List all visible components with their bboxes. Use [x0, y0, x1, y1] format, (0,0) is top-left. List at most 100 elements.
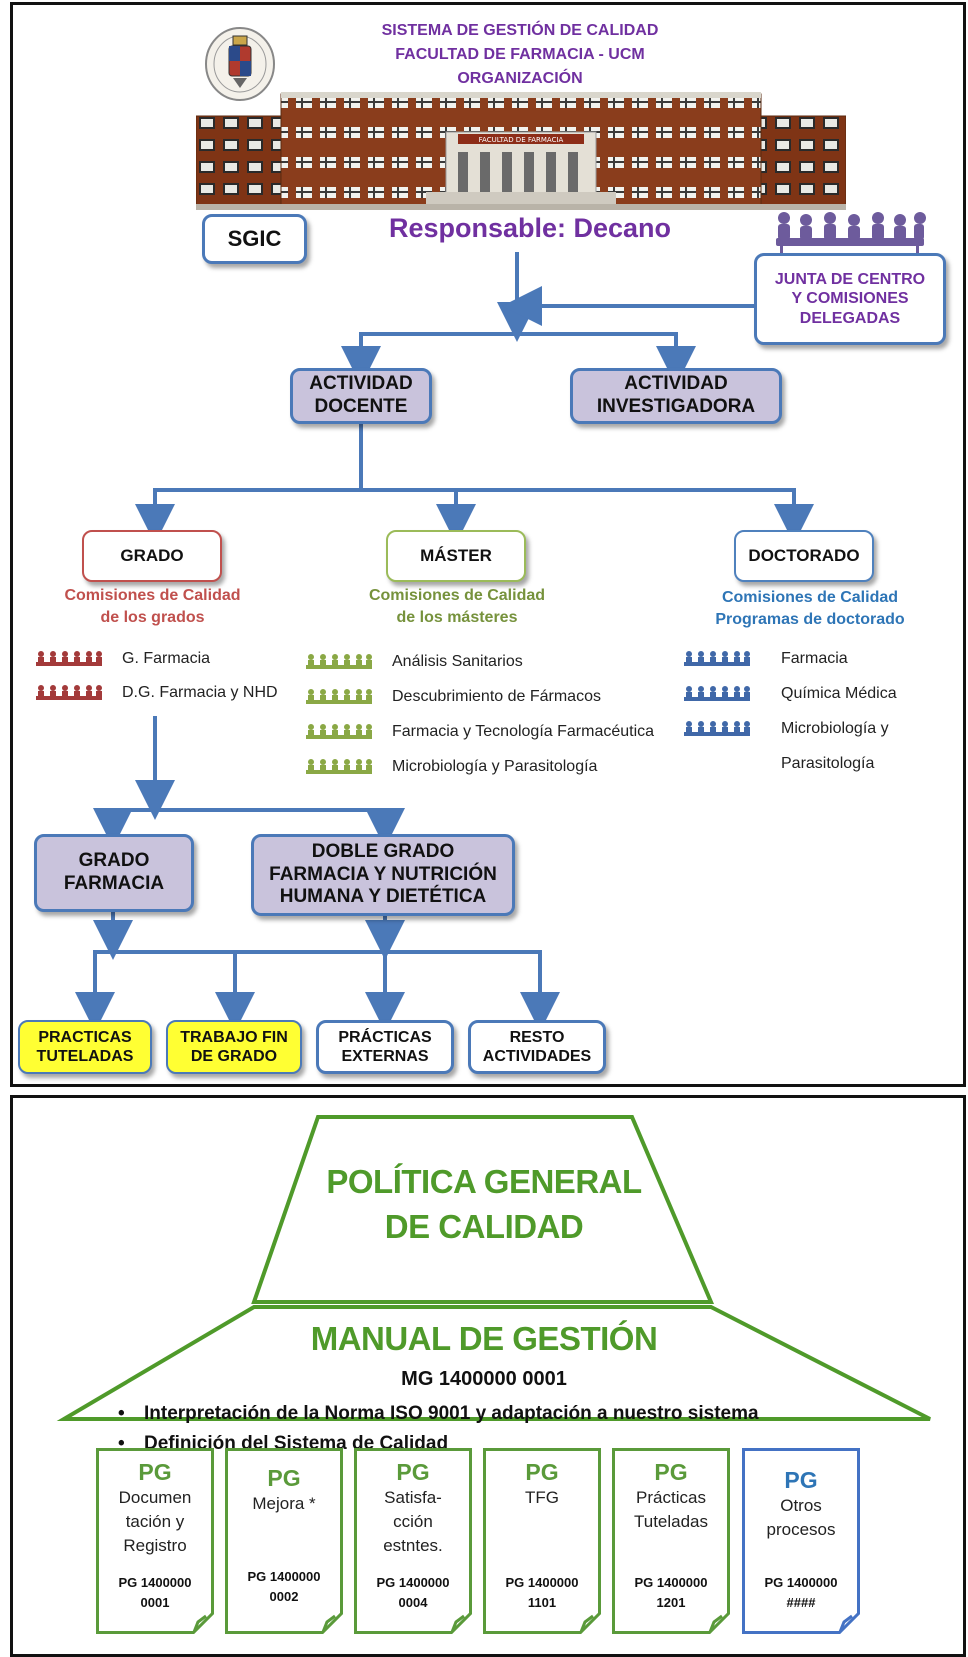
- procedure-tag: PG: [396, 1459, 430, 1485]
- master-people-icon: [306, 654, 372, 669]
- header-line-1: SISTEMA DE GESTIÓN DE CALIDAD: [381, 22, 659, 39]
- grado-farmacia-line-2: FARMACIA: [63, 873, 165, 894]
- doctorado-commission-line-1: Comisiones de Calidad: [721, 589, 899, 606]
- doble-grado-box: DOBLE GRADO FARMACIA Y NUTRICIÓN HUMANA …: [251, 834, 515, 916]
- procedure-code: PG 1400000 1101: [505, 1575, 579, 1611]
- page-fold-icon: [192, 1612, 214, 1634]
- procedure-tag: PG: [654, 1459, 688, 1485]
- actividad-investigadora-line-1: ACTIVIDAD: [624, 373, 728, 395]
- junta-line-1: JUNTA DE CENTRO: [774, 271, 926, 289]
- grado-people-icon: [36, 685, 102, 700]
- resto-actividades-line-2: ACTIVIDADES: [482, 1048, 592, 1065]
- doctorado-commission: Comisiones de Calidad Programas de docto…: [705, 587, 915, 630]
- master-label: MÁSTER: [420, 545, 492, 565]
- procedure-code: PG 1400000 1201: [634, 1575, 708, 1611]
- resto-actividades-box: RESTO ACTIVIDADES: [468, 1020, 606, 1074]
- procedure-tag: PG: [525, 1459, 559, 1485]
- doctorado-item: Microbiología y: [781, 720, 889, 737]
- responsable-title: Responsable: Decano: [388, 213, 672, 243]
- trabajo-fin-grado-line-2: DE GRADO: [190, 1048, 278, 1065]
- procedure-name: Otros procesos: [766, 1496, 836, 1539]
- manual-bullet-text: Interpretación de la Norma ISO 9001 y ad…: [144, 1403, 759, 1424]
- procedure-name: TFG: [525, 1488, 559, 1507]
- ucm-seal-icon: [205, 27, 275, 101]
- procedure-name: Prácticas Tuteladas: [633, 1488, 709, 1531]
- grado-item: G. Farmacia: [122, 650, 211, 667]
- procedure-tag: PG: [267, 1465, 301, 1491]
- doctorado-commission-line-2: Programas de doctorado: [715, 610, 905, 628]
- master-item: Descubrimiento de Fármacos: [392, 688, 601, 705]
- practicas-externas-line-1: PRÁCTICAS: [338, 1028, 432, 1046]
- trabajo-fin-grado-box: TRABAJO FIN DE GRADO: [166, 1020, 302, 1074]
- grado-people-icon: [36, 651, 102, 666]
- manual-title: MANUAL DE GESTIÓN: [310, 1320, 658, 1357]
- procedure-card-mejora: PG Mejora * PG 1400000 0002: [225, 1448, 343, 1634]
- header-line-3: ORGANIZACIÓN: [457, 70, 583, 87]
- manual-bullet: • Interpretación de la Norma ISO 9001 y a…: [118, 1399, 759, 1429]
- master-item: Farmacia y Tecnología Farmacéutica: [392, 723, 655, 740]
- resto-actividades-line-1: RESTO: [509, 1028, 565, 1046]
- doble-grado-line-2: FARMACIA Y NUTRICIÓN: [269, 863, 497, 885]
- politica-general-trapezoid-border: [251, 1115, 715, 1304]
- grado-item: D.G. Farmacia y NHD: [122, 684, 278, 701]
- doble-grado-line-3: HUMANA Y DIETÉTICA: [279, 886, 487, 908]
- procedure-name: Documen tación y Registro: [118, 1488, 192, 1555]
- actividad-docente-box: ACTIVIDAD DOCENTE: [290, 368, 432, 424]
- procedure-card-satisfaccion: PG Satisfa- cción estntes. PG 1400000 00…: [354, 1448, 472, 1634]
- page-fold-icon: [450, 1612, 472, 1634]
- procedure-card-tfg: PG TFG PG 1400000 1101: [483, 1448, 601, 1634]
- junta-centro-box: JUNTA DE CENTRO Y COMISIONES DELEGADAS: [754, 253, 946, 345]
- practicas-tuteladas-line-1: PRACTICAS: [38, 1028, 132, 1046]
- doctorado-people-icon: [684, 651, 750, 666]
- actividad-docente-line-2: DOCENTE: [314, 396, 408, 417]
- sgic-label: SGIC: [227, 225, 282, 251]
- grado-box: GRADO: [82, 530, 222, 582]
- procedure-name: Mejora *: [252, 1494, 316, 1513]
- page-fold-icon: [708, 1612, 730, 1634]
- master-commission: Comisiones de Calidad de los másteres: [352, 585, 562, 628]
- master-item: Microbiología y Parasitología: [392, 758, 598, 775]
- practicas-tuteladas-line-2: TUTELADAS: [36, 1048, 134, 1065]
- master-commission-line-2: de los másteres: [396, 608, 518, 626]
- procedure-name: Satisfa- cción estntes.: [383, 1488, 443, 1555]
- doctorado-item: Farmacia: [781, 650, 848, 667]
- actividad-investigadora-box: ACTIVIDAD INVESTIGADORA: [570, 368, 782, 424]
- procedure-code: PG 1400000 ####: [764, 1575, 838, 1611]
- doble-grado-line-1: DOBLE GRADO: [311, 840, 455, 862]
- grado-farmacia-box: GRADO FARMACIA: [34, 834, 194, 912]
- building-sign: FACULTAD DE FARMACIA: [479, 136, 564, 144]
- actividad-docente-line-1: ACTIVIDAD: [309, 373, 413, 395]
- doctorado-item: Parasitología: [781, 755, 875, 772]
- trabajo-fin-grado-line-1: TRABAJO FIN: [180, 1028, 288, 1046]
- procedure-tag: PG: [138, 1459, 172, 1485]
- practicas-tuteladas-box: PRACTICAS TUTELADAS: [18, 1020, 152, 1074]
- page-fold-icon: [321, 1612, 343, 1634]
- procedure-code: PG 1400000 0002: [247, 1569, 321, 1605]
- faculty-building-image: FACULTAD DE FARMACIA: [196, 92, 846, 210]
- doctorado-people-icon: [684, 686, 750, 701]
- doctorado-box: DOCTORADO: [734, 530, 874, 582]
- actividad-investigadora-line-2: INVESTIGADORA: [596, 396, 756, 417]
- procedure-code: PG 1400000 0001: [118, 1575, 192, 1611]
- manual-gestion-trapezoid: [56, 1305, 931, 1421]
- meeting-people-icon: [776, 212, 926, 254]
- procedure-tag: PG: [784, 1467, 818, 1493]
- page-fold-icon: [579, 1612, 601, 1634]
- procedure-card-documentacion: PG Documen tación y Registro PG 1400000 …: [96, 1448, 214, 1634]
- master-item: Análisis Sanitarios: [392, 653, 523, 670]
- grado-label: GRADO: [120, 545, 184, 565]
- header-line-2: FACULTAD DE FARMACIA - UCM: [395, 46, 645, 63]
- bullet-icon: •: [118, 1403, 125, 1424]
- grado-commission-line-2: de los grados: [100, 608, 205, 626]
- grado-commission-line-1: Comisiones de Calidad: [64, 587, 241, 604]
- org-connectors: [75, 252, 814, 1032]
- master-commission-line-1: Comisiones de Calidad: [368, 587, 546, 604]
- junta-line-2: Y COMISIONES: [791, 290, 909, 308]
- manual-code: MG 1400000 0001: [401, 1368, 567, 1390]
- master-people-icon: [306, 759, 372, 774]
- bullet-icon: •: [118, 1433, 125, 1455]
- doctorado-item: Química Médica: [781, 685, 897, 702]
- grado-farmacia-line-1: GRADO: [78, 850, 150, 872]
- procedure-card-practicas: PG Prácticas Tuteladas PG 1400000 1201: [612, 1448, 730, 1634]
- page-fold-icon: [838, 1612, 860, 1634]
